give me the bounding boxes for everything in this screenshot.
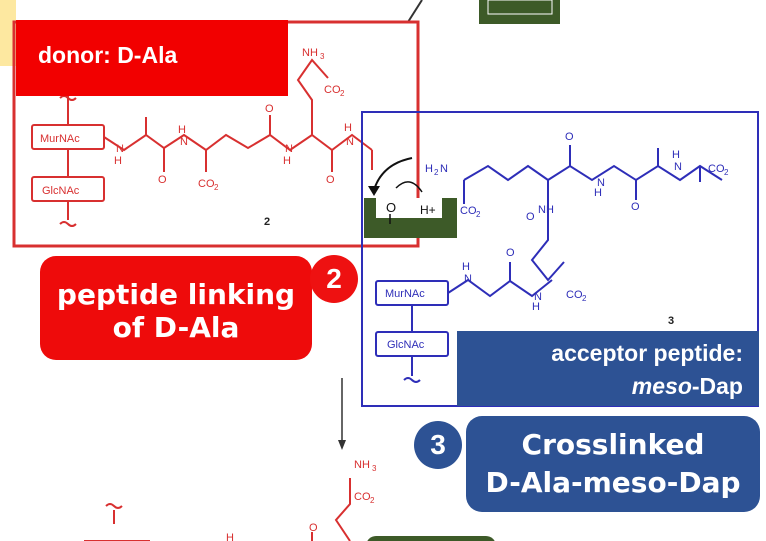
svg-text:N: N [285,143,293,155]
svg-text:2: 2 [340,89,345,98]
svg-text:H: H [226,532,234,541]
acceptor-line1: acceptor peptide: [551,340,743,366]
svg-text:H: H [344,122,352,134]
svg-text:O: O [309,522,318,534]
svg-text:N: N [597,177,605,189]
compound-3: 3 [668,315,674,327]
donor-label-text: donor: D-Ala [38,42,178,68]
svg-text:H: H [178,124,186,136]
top-arrow-line [407,0,423,23]
svg-text:2: 2 [214,183,219,192]
step-2-number: 2 [326,263,342,294]
murnac-blue: MurNAc [385,288,425,300]
svg-text:H: H [114,155,122,167]
glcnac-red: GlcNAc [42,185,80,197]
svg-text:H: H [672,149,680,161]
corner-tab [0,0,16,66]
svg-text:N: N [180,136,188,148]
acceptor-structure [375,145,723,383]
svg-text:3: 3 [320,52,325,61]
svg-text:2: 2 [370,496,375,505]
svg-text:N: N [534,291,542,303]
svg-text:O: O [326,174,335,186]
attack-arrow [373,157,413,191]
peptide-linking-line1: peptide linking [56,278,296,311]
svg-text:N: N [674,161,682,173]
product-structure [84,478,351,541]
svg-text:NH: NH [302,47,318,59]
svg-text:CO: CO [198,178,215,190]
svg-text:O: O [565,131,574,143]
svg-text:CO: CO [354,491,371,503]
peptide-linking-label: peptide linking of D-Ala [40,256,312,360]
proton-arrow [395,181,423,193]
acceptor-frame [361,111,759,407]
svg-text:O: O [158,174,167,186]
svg-text:2: 2 [724,168,729,177]
donor-structure [31,58,373,227]
acceptor-label: acceptor peptide: meso-Dap [457,331,759,406]
glcnac-blue: GlcNAc [387,339,425,351]
step-3-number: 3 [430,429,446,460]
svg-text:CO: CO [566,289,583,301]
svg-text:3: 3 [372,464,377,473]
hplus-label: H+ [420,203,436,217]
svg-text:N: N [464,273,472,285]
svg-text:O: O [526,211,535,223]
svg-text:N: N [346,136,354,148]
svg-text:2: 2 [434,168,439,177]
svg-text:NH: NH [538,204,554,216]
svg-text:N: N [116,143,124,155]
green-bottom-box [367,536,495,541]
donor-label: donor: D-Ala [16,20,288,96]
svg-text:H: H [283,155,291,167]
peptide-linking-line2: of D-Ala [112,311,240,344]
crosslinked-line1: Crosslinked [521,428,705,461]
svg-text:2: 2 [582,294,587,303]
svg-text:O: O [506,247,515,259]
svg-text:H: H [462,261,470,273]
acceptor-dap: -Dap [691,373,743,399]
svg-text:NH: NH [354,459,370,471]
svg-text:2: 2 [476,210,481,219]
svg-text:N: N [440,163,448,175]
murnac-red: MurNAc [40,133,80,145]
svg-text:H: H [594,187,602,199]
svg-text:O: O [265,103,274,115]
compound-2: 2 [264,216,270,228]
acceptor-line2: meso-Dap [457,370,743,403]
svg-text:H: H [425,163,433,175]
step-3-badge: 3 [414,421,462,469]
crosslinked-label: Crosslinked D-Ala-meso-Dap [466,416,760,512]
green-top-box [479,0,560,24]
acceptor-meso: meso [631,373,692,399]
oxygen-label: O [386,200,396,215]
step-2-badge: 2 [310,255,358,303]
svg-text:CO: CO [708,163,725,175]
svg-text:H: H [532,301,540,313]
svg-text:CO: CO [460,205,477,217]
svg-text:CO: CO [324,84,341,96]
svg-text:O: O [631,201,640,213]
crosslinked-line2: D-Ala-meso-Dap [485,466,741,499]
